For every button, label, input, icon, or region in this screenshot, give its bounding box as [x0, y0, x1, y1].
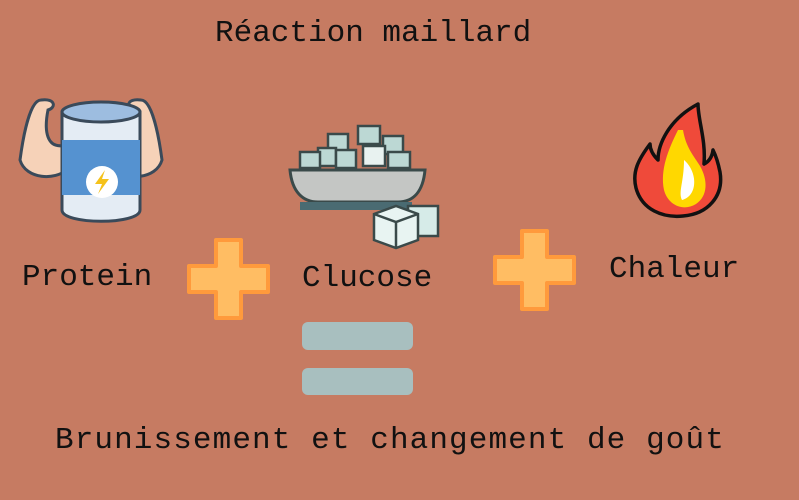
equals-bar-bottom [302, 368, 413, 395]
plus-icon [187, 238, 270, 320]
equals-bar-top [302, 322, 413, 350]
glucose-label: Clucose [302, 261, 433, 296]
sugar-bowl-icon [288, 124, 440, 250]
plus-icon [493, 229, 576, 311]
result-text: Brunissement et changement de goût [55, 423, 725, 458]
heat-label: Chaleur [609, 252, 740, 287]
diagram-title: Réaction maillard [215, 16, 532, 51]
protein-jar-icon [18, 98, 164, 223]
protein-label: Protein [22, 260, 153, 295]
fire-icon [633, 102, 723, 219]
